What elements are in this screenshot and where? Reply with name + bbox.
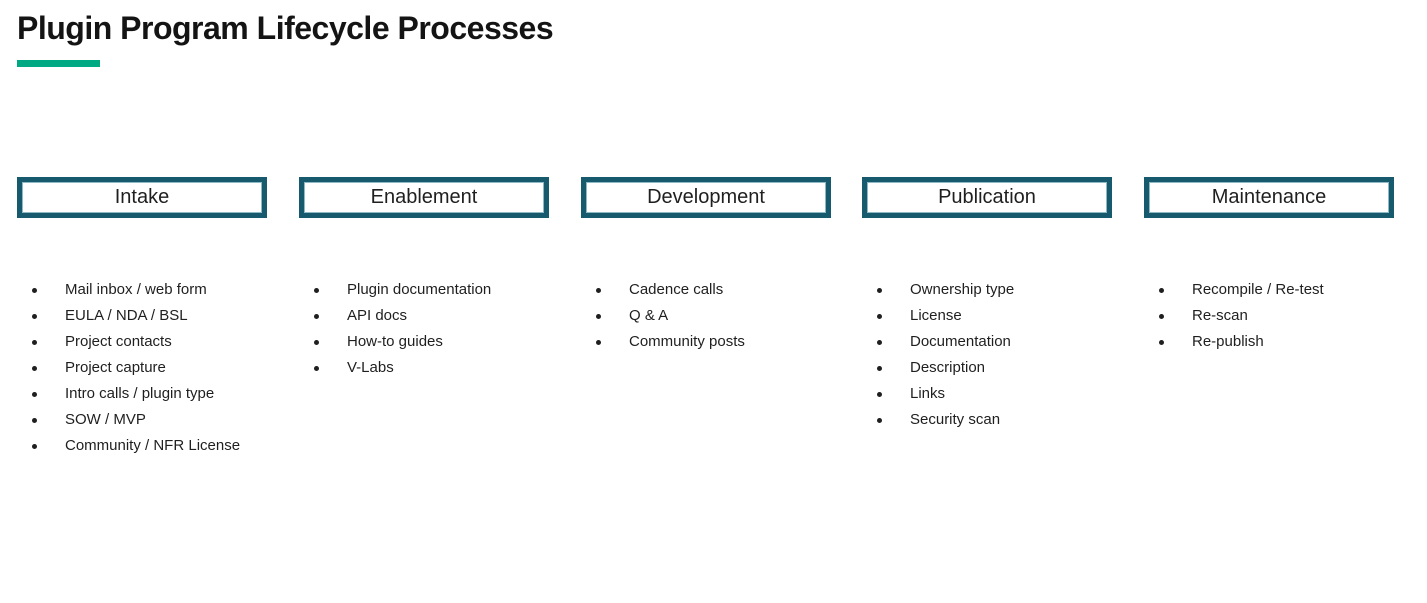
list-item-label: SOW / MVP [65,411,146,428]
stage-header-label: Publication [938,186,1036,208]
bullet-icon [877,288,882,293]
stage-item-list: Recompile / Re-test Re-scan Re-publish [1144,277,1404,355]
list-item-label: Plugin documentation [347,281,492,298]
list-item: Re-publish [1144,329,1404,355]
list-item-label: Documentation [910,333,1011,350]
bullet-icon [32,340,37,345]
list-item: Project contacts [17,329,277,355]
bullet-icon [32,366,37,371]
list-item: Q & A [581,303,841,329]
list-item-label: V-Labs [347,359,394,376]
stage-header-label: Intake [114,186,170,208]
list-item: Project capture [17,355,277,381]
bullet-icon [596,288,601,293]
stage-item-list: Plugin documentation API docs How-to gui… [299,277,559,381]
list-item: Ownership type [862,277,1122,303]
bullet-icon [32,444,37,449]
list-item: EULA / NDA / BSL [17,303,277,329]
list-item: Mail inbox / web form [17,277,277,303]
list-item: Description [862,355,1122,381]
list-item-label: Mail inbox / web form [65,281,207,298]
list-item-label: Cadence calls [629,281,724,298]
list-item-label: Ownership type [910,281,1015,298]
bullet-icon [314,314,319,319]
list-item: API docs [299,303,559,329]
bullet-icon [596,314,601,319]
list-item: V-Labs [299,355,559,381]
bullet-icon [877,314,882,319]
stage-header-box: Intake [17,177,267,218]
bullet-icon [1159,288,1164,293]
list-item-label: Description [910,359,986,376]
stage-header-box: Publication [862,177,1112,218]
bullet-icon [32,392,37,397]
bullet-icon [314,340,319,345]
bullet-icon [32,288,37,293]
stage-header-label: Enablement [370,186,478,208]
list-item-label: How-to guides [347,333,443,350]
list-item: License [862,303,1122,329]
stage-item-list: Cadence calls Q & A Community posts [581,277,841,355]
list-item-label: EULA / NDA / BSL [65,307,188,324]
stage-header-box: Enablement [299,177,549,218]
list-item: Cadence calls [581,277,841,303]
list-item-label: Project capture [65,359,166,376]
list-item: Plugin documentation [299,277,559,303]
stage-item-list: Ownership type License Documentation Des… [862,277,1122,433]
list-item: How-to guides [299,329,559,355]
bullet-icon [32,418,37,423]
list-item: Security scan [862,407,1122,433]
bullet-icon [314,366,319,371]
list-item-label: Recompile / Re-test [1192,281,1324,298]
stage-column-development: Development Cadence calls Q & A Communit… [581,177,831,577]
list-item: Re-scan [1144,303,1404,329]
stage-item-list: Mail inbox / web form EULA / NDA / BSL P… [17,277,277,459]
list-item: Intro calls / plugin type [17,381,277,407]
list-item-label: Re-scan [1192,307,1248,324]
bullet-icon [1159,340,1164,345]
list-item: SOW / MVP [17,407,277,433]
list-item-label: Project contacts [65,333,172,350]
list-item: Links [862,381,1122,407]
list-item-label: Security scan [910,411,1001,428]
stage-header-box: Maintenance [1144,177,1394,218]
list-item: Documentation [862,329,1122,355]
bullet-icon [877,418,882,423]
bullet-icon [877,366,882,371]
bullet-icon [32,314,37,319]
list-item: Community / NFR License [17,433,277,459]
stage-column-maintenance: Maintenance Recompile / Re-test Re-scan … [1144,177,1394,577]
list-item: Community posts [581,329,841,355]
page-title: Plugin Program Lifecycle Processes [17,10,554,46]
bullet-icon [877,340,882,345]
bullet-icon [596,340,601,345]
stage-header-box: Development [581,177,831,218]
list-item-label: Community / NFR License [65,437,241,454]
bullet-icon [314,288,319,293]
list-item-label: License [910,307,962,324]
list-item-label: Q & A [629,307,669,324]
stage-column-enablement: Enablement Plugin documentation API docs… [299,177,549,577]
stage-header-label: Development [647,186,765,208]
list-item: Recompile / Re-test [1144,277,1404,303]
bullet-icon [877,392,882,397]
list-item-label: Re-publish [1192,333,1264,350]
list-item-label: API docs [347,307,408,324]
list-item-label: Community posts [629,333,745,350]
stage-header-label: Maintenance [1211,186,1327,208]
list-item-label: Intro calls / plugin type [65,385,215,402]
bullet-icon [1159,314,1164,319]
stage-column-publication: Publication Ownership type License Docum… [862,177,1112,577]
title-accent-underline [17,60,100,67]
list-item-label: Links [910,385,946,402]
stage-column-intake: Intake Mail inbox / web form EULA / NDA … [17,177,267,577]
